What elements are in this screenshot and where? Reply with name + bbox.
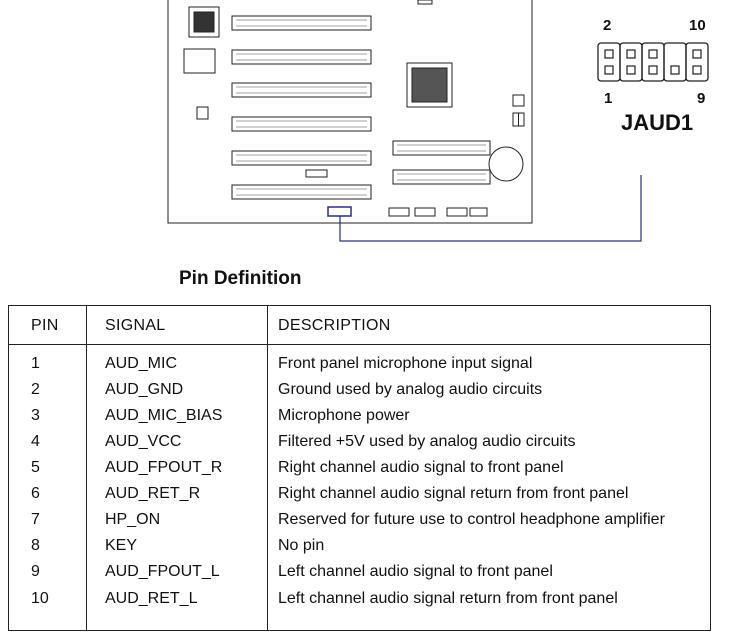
description-cell: No pin bbox=[278, 537, 325, 554]
pin-label-top-right: 10 bbox=[689, 17, 706, 34]
signal-cell: AUD_GND bbox=[105, 381, 184, 398]
pin-cell: 9 bbox=[31, 563, 40, 580]
description-cell: Reserved for future use to control headp… bbox=[278, 511, 665, 528]
table-row: 5 AUD_FPOUT_R Right channel audio signal… bbox=[9, 459, 710, 485]
motherboard-diagram bbox=[167, 0, 709, 242]
signal-cell: AUD_RET_R bbox=[105, 485, 201, 502]
table-row: 9 AUD_FPOUT_L Left channel audio signal … bbox=[9, 563, 710, 589]
table-row: 2 AUD_GND Ground used by analog audio ci… bbox=[9, 381, 710, 407]
pin-label-top-left: 2 bbox=[603, 17, 612, 34]
jaud1-connector-detail bbox=[597, 42, 709, 82]
table-row: 7 HP_ON Reserved for future use to contr… bbox=[9, 511, 710, 537]
pin-cell: 10 bbox=[31, 590, 49, 607]
signal-cell: AUD_MIC bbox=[105, 355, 178, 372]
connector-name: JAUD1 bbox=[621, 110, 694, 135]
description-cell: Front panel microphone input signal bbox=[278, 355, 533, 372]
signal-cell: AUD_MIC_BIAS bbox=[105, 407, 223, 424]
header-signal: SIGNAL bbox=[105, 317, 166, 334]
table-row: 3 AUD_MIC_BIAS Microphone power bbox=[9, 407, 710, 433]
table-row: 8 KEY No pin bbox=[9, 537, 710, 563]
pin-definition-table: PIN SIGNAL DESCRIPTION 1 AUD_MIC Front p… bbox=[8, 305, 711, 631]
description-cell: Left channel audio signal return from fr… bbox=[278, 590, 618, 607]
header-description: DESCRIPTION bbox=[278, 317, 391, 334]
signal-cell: AUD_RET_L bbox=[105, 590, 198, 607]
pin-label-bottom-left: 1 bbox=[604, 90, 613, 107]
pin-cell: 6 bbox=[31, 485, 40, 502]
column-divider bbox=[267, 306, 268, 630]
pin-cell: 7 bbox=[31, 511, 40, 528]
table-row: 10 AUD_RET_L Left channel audio signal r… bbox=[9, 590, 710, 616]
description-cell: Left channel audio signal to front panel bbox=[278, 563, 553, 580]
signal-cell: AUD_FPOUT_L bbox=[105, 563, 220, 580]
table-row: 1 AUD_MIC Front panel microphone input s… bbox=[9, 355, 710, 381]
pin-cell: 5 bbox=[31, 459, 40, 476]
description-cell: Ground used by analog audio circuits bbox=[278, 381, 543, 398]
pin-cell: 1 bbox=[31, 355, 40, 372]
header-pin: PIN bbox=[31, 317, 59, 334]
board-outline bbox=[167, 0, 533, 224]
description-cell: Right channel audio signal to front pane… bbox=[278, 459, 564, 476]
signal-cell: HP_ON bbox=[105, 511, 161, 528]
pin-cell: 8 bbox=[31, 537, 40, 554]
table-row: 6 AUD_RET_R Right channel audio signal r… bbox=[9, 485, 710, 511]
pin-cell: 3 bbox=[31, 407, 40, 424]
signal-cell: AUD_FPOUT_R bbox=[105, 459, 223, 476]
jaud1-location-marker bbox=[327, 206, 352, 217]
pin-label-bottom-right: 9 bbox=[697, 90, 706, 107]
description-cell: Right channel audio signal return from f… bbox=[278, 485, 629, 502]
description-cell: Microphone power bbox=[278, 407, 410, 424]
column-divider bbox=[86, 306, 87, 630]
expansion-slots bbox=[231, 15, 372, 200]
header-divider bbox=[9, 344, 710, 345]
section-title: Pin Definition bbox=[179, 268, 302, 289]
pin-cell: 2 bbox=[31, 381, 40, 398]
pin-cell: 4 bbox=[31, 433, 40, 450]
table-row: 4 AUD_VCC Filtered +5V used by analog au… bbox=[9, 433, 710, 459]
pointer-line bbox=[339, 175, 642, 242]
description-cell: Filtered +5V used by analog audio circui… bbox=[278, 433, 576, 450]
signal-cell: KEY bbox=[105, 537, 138, 554]
signal-cell: AUD_VCC bbox=[105, 433, 182, 450]
